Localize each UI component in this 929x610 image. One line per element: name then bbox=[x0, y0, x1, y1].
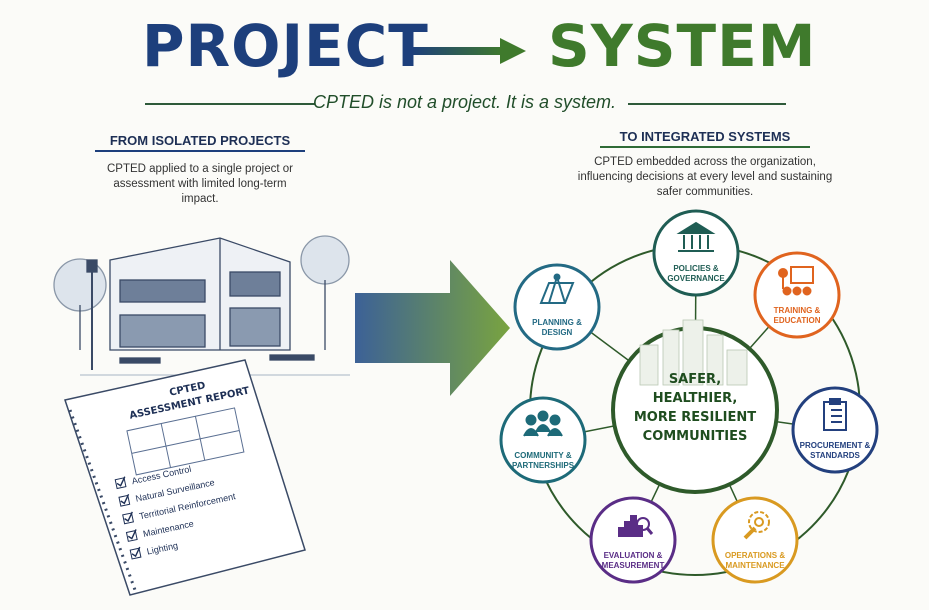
node-label-line2: PARTNERSHIPS bbox=[512, 461, 575, 470]
system-node-evaluation: EVALUATION &MEASUREMENT bbox=[589, 496, 677, 584]
right-panel-heading: TO INTEGRATED SYSTEMS bbox=[600, 129, 810, 148]
center-line-2: HEALTHIER, bbox=[653, 391, 738, 406]
subtitle: CPTED is not a project. It is a system. bbox=[312, 92, 617, 112]
node-circle bbox=[499, 396, 587, 484]
assessment-report: CPTED ASSESSMENT REPORT Access ControlNa… bbox=[64, 359, 306, 596]
checkmark-icon bbox=[116, 476, 126, 487]
system-node-training: TRAINING &EDUCATION bbox=[753, 251, 841, 339]
subtitle-rule-left bbox=[145, 103, 315, 105]
checkmark-icon bbox=[124, 511, 133, 522]
node-circle bbox=[652, 209, 740, 297]
left-panel-body: CPTED applied to a single project or ass… bbox=[106, 163, 293, 205]
floor-plan-sketch bbox=[126, 407, 245, 476]
node-label-line2: GOVERNANCE bbox=[667, 274, 725, 283]
checkbox-icon bbox=[129, 547, 142, 560]
node-label-line2: MAINTENANCE bbox=[725, 561, 785, 570]
center-line-1: SAFER, bbox=[669, 372, 721, 387]
checkbox-icon bbox=[125, 530, 138, 542]
center-line-3: MORE RESILIENT bbox=[634, 410, 756, 425]
gear-wrench-icon bbox=[743, 511, 770, 540]
teacher-icon bbox=[778, 266, 814, 296]
checkbox-icon bbox=[122, 512, 134, 525]
checkbox-icon bbox=[118, 494, 131, 507]
checkmark-icon bbox=[131, 546, 141, 558]
node-circle bbox=[711, 496, 799, 584]
system-node-procurement: PROCUREMENT &STANDARDS bbox=[791, 386, 879, 474]
node-label-line1: TRAINING & bbox=[774, 306, 821, 315]
right-panel-body: CPTED embedded across the organization, … bbox=[577, 156, 833, 198]
node-label-line2: MEASUREMENT bbox=[602, 561, 665, 570]
chart-magnifier-icon bbox=[618, 515, 654, 537]
city-skyline-icon bbox=[639, 319, 748, 386]
node-label-line2: DESIGN bbox=[542, 328, 573, 337]
project-illustration: CPTED ASSESSMENT REPORT Access ControlNa… bbox=[53, 235, 350, 596]
title-project: PROJECT bbox=[142, 12, 429, 80]
node-label-line1: PLANNING & bbox=[532, 318, 582, 327]
people-group-icon bbox=[523, 410, 563, 437]
center-line-4: COMMUNITIES bbox=[643, 429, 748, 444]
subtitle-rule-right bbox=[628, 103, 786, 105]
checkbox-icon bbox=[114, 477, 127, 490]
node-label-line2: STANDARDS bbox=[810, 451, 860, 460]
compass-blueprint-icon bbox=[539, 273, 575, 304]
left-panel-heading: FROM ISOLATED PROJECTS bbox=[95, 133, 305, 152]
title-arrow-icon bbox=[412, 38, 526, 64]
checkmark-icon bbox=[120, 493, 130, 505]
system-node-planning: PLANNING &DESIGN bbox=[513, 263, 601, 351]
node-label-line2: EDUCATION bbox=[774, 316, 821, 325]
node-circle bbox=[589, 496, 677, 584]
center-circle: SAFER, HEALTHIER, MORE RESILIENT COMMUNI… bbox=[611, 319, 779, 494]
node-label-line1: OPERATIONS & bbox=[725, 551, 786, 560]
building-sketch bbox=[53, 235, 350, 376]
node-label-line1: COMMUNITY & bbox=[514, 451, 571, 460]
transition-arrow-icon bbox=[355, 260, 510, 396]
node-label-line1: EVALUATION & bbox=[604, 551, 663, 560]
system-node-operations: OPERATIONS &MAINTENANCE bbox=[711, 496, 799, 584]
node-label-line1: PROCUREMENT & bbox=[800, 441, 871, 450]
building-columns-icon bbox=[676, 221, 716, 252]
system-node-community: COMMUNITY &PARTNERSHIPS bbox=[499, 396, 587, 484]
node-label-line1: POLICIES & bbox=[673, 264, 719, 273]
system-diagram: SAFER, HEALTHIER, MORE RESILIENT COMMUNI… bbox=[499, 209, 879, 584]
system-node-policies: POLICIES &GOVERNANCE bbox=[652, 209, 740, 297]
title-system: SYSTEM bbox=[548, 12, 817, 80]
checkmark-icon bbox=[127, 529, 137, 540]
clipboard-checklist-icon bbox=[823, 398, 847, 431]
node-circle bbox=[513, 263, 601, 351]
